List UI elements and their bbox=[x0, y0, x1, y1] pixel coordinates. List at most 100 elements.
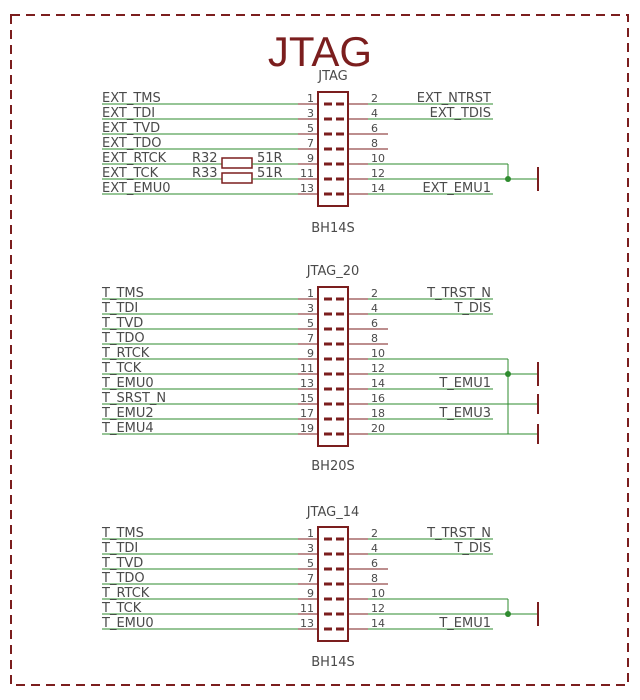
pin-number-left: 3 bbox=[307, 542, 314, 555]
pin-contact-right bbox=[336, 417, 344, 421]
pin-number-left: 5 bbox=[307, 317, 314, 330]
pin-number-left: 5 bbox=[307, 122, 314, 135]
resistor-value: 51R bbox=[257, 151, 283, 166]
pin-contact-right bbox=[336, 327, 344, 331]
signal-label-left: EXT_RTCK bbox=[102, 151, 167, 166]
pin-number-left: 1 bbox=[307, 92, 314, 105]
resistor-body bbox=[221, 157, 253, 169]
resistor-ref: R33 bbox=[192, 166, 218, 181]
signal-label-left: EXT_TDI bbox=[102, 106, 155, 121]
pin-number-left: 11 bbox=[300, 602, 314, 615]
connector-name: JTAG_20 bbox=[306, 264, 360, 279]
sheet-frame bbox=[10, 14, 629, 686]
connector-part: BH14S bbox=[311, 655, 355, 670]
pin-contact-left bbox=[324, 402, 332, 406]
pin-contact-right bbox=[336, 552, 344, 556]
pin-number-left: 9 bbox=[307, 152, 314, 165]
pin-contact-left bbox=[324, 417, 332, 421]
pin-number-left: 1 bbox=[307, 287, 314, 300]
pin-contact-right bbox=[336, 357, 344, 361]
pin-contact-right bbox=[336, 132, 344, 136]
pin-contact-right bbox=[336, 192, 344, 196]
pin-number-right: 16 bbox=[371, 392, 385, 405]
pin-number-left: 9 bbox=[307, 587, 314, 600]
signal-label-right: T_TRST_N bbox=[426, 286, 491, 301]
pin-number-right: 4 bbox=[371, 542, 378, 555]
signal-label-right: T_EMU1 bbox=[438, 376, 491, 391]
signal-label-left: T_TVD bbox=[101, 316, 143, 331]
signal-label-left: EXT_EMU0 bbox=[102, 181, 171, 196]
pin-number-right: 14 bbox=[371, 377, 385, 390]
pin-number-right: 8 bbox=[371, 332, 378, 345]
pin-number-right: 4 bbox=[371, 302, 378, 315]
pin-number-right: 8 bbox=[371, 137, 378, 150]
pin-number-left: 5 bbox=[307, 557, 314, 570]
pin-contact-left bbox=[324, 597, 332, 601]
signal-label-left: T_TMS bbox=[101, 526, 144, 541]
pin-number-left: 15 bbox=[300, 392, 314, 405]
pin-number-right: 10 bbox=[371, 587, 385, 600]
pin-number-left: 11 bbox=[300, 362, 314, 375]
signal-label-right: T_TRST_N bbox=[426, 526, 491, 541]
pin-contact-right bbox=[336, 597, 344, 601]
pin-contact-left bbox=[324, 357, 332, 361]
pin-contact-left bbox=[324, 552, 332, 556]
pin-contact-left bbox=[324, 627, 332, 631]
signal-label-left: T_EMU0 bbox=[101, 376, 154, 391]
pin-number-left: 3 bbox=[307, 302, 314, 315]
resistor-value: 51R bbox=[257, 166, 283, 181]
pin-contact-left bbox=[324, 372, 332, 376]
pin-contact-left bbox=[324, 297, 332, 301]
signal-label-right: EXT_TDIS bbox=[430, 106, 491, 121]
pin-number-left: 9 bbox=[307, 347, 314, 360]
pin-contact-left bbox=[324, 327, 332, 331]
page-title: JTAG bbox=[268, 28, 372, 75]
pin-contact-left bbox=[324, 582, 332, 586]
pin-contact-left bbox=[324, 177, 332, 181]
pin-contact-left bbox=[324, 537, 332, 541]
pin-contact-left bbox=[324, 567, 332, 571]
pin-number-right: 2 bbox=[371, 527, 378, 540]
signal-label-left: T_TVD bbox=[101, 556, 143, 571]
pin-number-right: 10 bbox=[371, 152, 385, 165]
pin-contact-right bbox=[336, 612, 344, 616]
signal-label-left: T_EMU0 bbox=[101, 616, 154, 631]
signal-label-left: EXT_TMS bbox=[102, 91, 161, 106]
signal-label-left: T_RTCK bbox=[101, 346, 150, 361]
signal-label-right: T_DIS bbox=[453, 301, 491, 316]
pin-number-right: 2 bbox=[371, 287, 378, 300]
pin-contact-left bbox=[324, 342, 332, 346]
signal-label-left: T_RTCK bbox=[101, 586, 150, 601]
signal-label-left: T_TCK bbox=[101, 361, 142, 376]
junction-dot bbox=[505, 371, 511, 377]
connector-name: JTAG_14 bbox=[306, 505, 360, 520]
pin-contact-right bbox=[336, 102, 344, 106]
signal-label-left: T_EMU2 bbox=[101, 406, 154, 421]
pin-contact-left bbox=[324, 147, 332, 151]
pin-contact-right bbox=[336, 312, 344, 316]
pin-number-right: 12 bbox=[371, 602, 385, 615]
pin-number-right: 12 bbox=[371, 362, 385, 375]
pin-contact-left bbox=[324, 117, 332, 121]
pin-contact-left bbox=[324, 612, 332, 616]
connector-part: BH14S bbox=[311, 221, 355, 236]
pin-number-left: 13 bbox=[300, 182, 314, 195]
pin-contact-left bbox=[324, 432, 332, 436]
pin-number-left: 13 bbox=[300, 617, 314, 630]
connector-part: BH20S bbox=[311, 459, 355, 474]
pin-contact-right bbox=[336, 432, 344, 436]
signal-label-left: T_TDO bbox=[101, 331, 145, 346]
signal-label-left: T_TCK bbox=[101, 601, 142, 616]
resistor-ref: R32 bbox=[192, 151, 218, 166]
pin-contact-right bbox=[336, 297, 344, 301]
pin-number-left: 19 bbox=[300, 422, 314, 435]
pin-number-left: 13 bbox=[300, 377, 314, 390]
pin-contact-right bbox=[336, 147, 344, 151]
signal-label-right: T_DIS bbox=[453, 541, 491, 556]
pin-contact-right bbox=[336, 177, 344, 181]
signal-label-right: T_EMU1 bbox=[438, 616, 491, 631]
